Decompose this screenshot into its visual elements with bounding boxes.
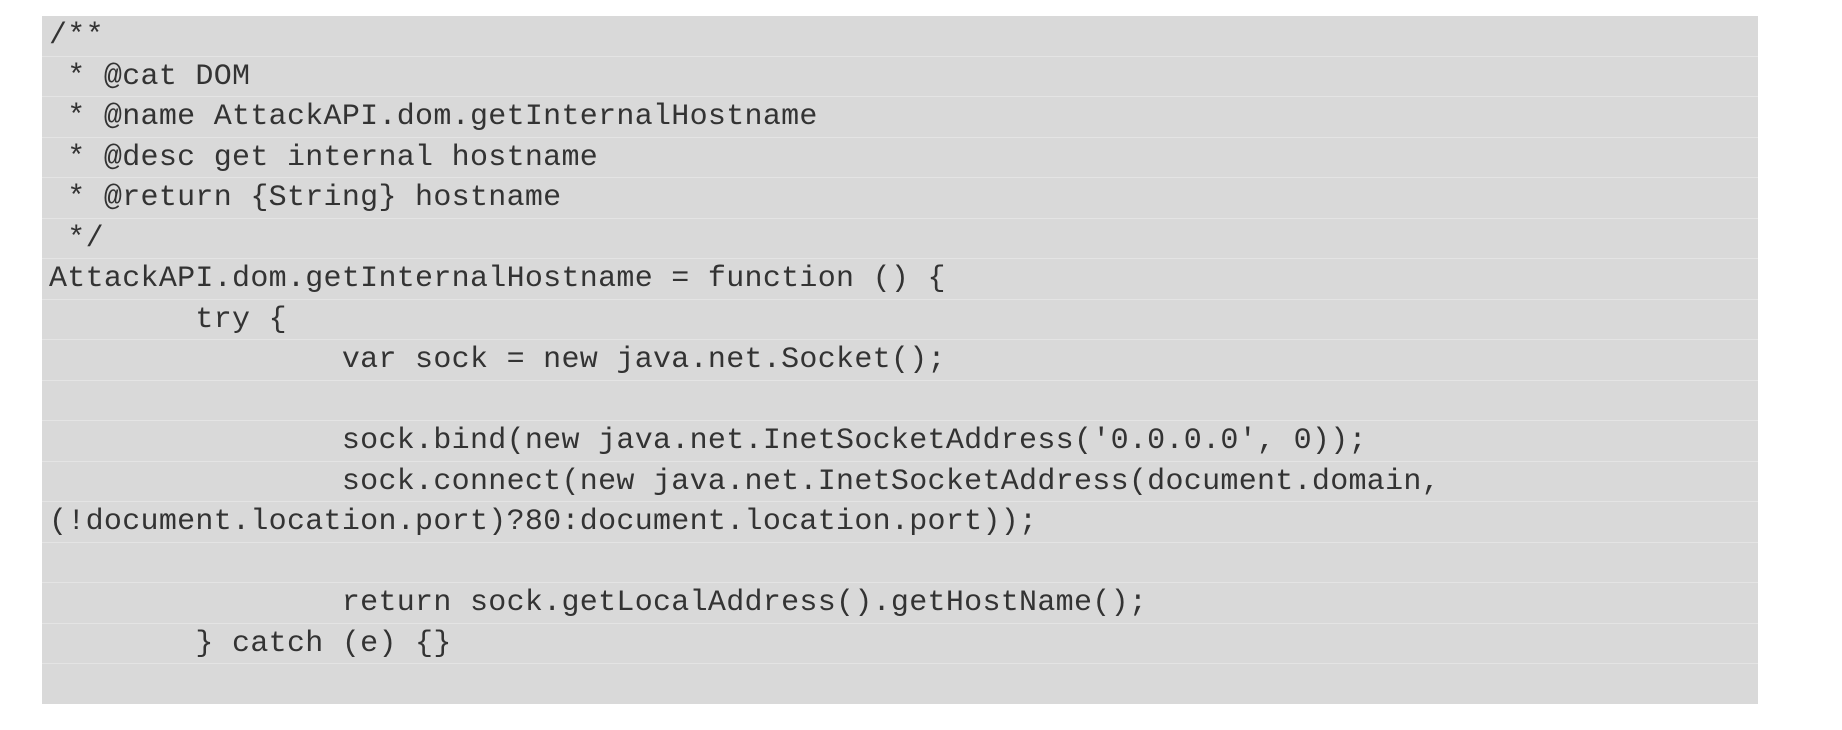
code-line: sock.bind(new java.net.InetSocketAddress… [42, 421, 1758, 462]
code-line: sock.connect(new java.net.InetSocketAddr… [42, 462, 1758, 502]
code-line: (!document.location.port)?80:document.lo… [42, 502, 1758, 543]
code-line: */ [42, 219, 1758, 259]
code-block: /** * @cat DOM * @name AttackAPI.dom.get… [42, 16, 1758, 704]
code-line: } catch (e) {} [42, 624, 1758, 664]
code-line: AttackAPI.dom.getInternalHostname = func… [42, 259, 1758, 300]
code-line: return sock.getLocalAddress().getHostNam… [42, 583, 1758, 624]
code-line [42, 543, 1758, 583]
code-line: * @return {String} hostname [42, 178, 1758, 219]
code-line: * @name AttackAPI.dom.getInternalHostnam… [42, 97, 1758, 138]
code-line: /** [42, 16, 1758, 57]
code-line: try { [42, 300, 1758, 340]
code-line [42, 664, 1758, 705]
code-line: * @desc get internal hostname [42, 138, 1758, 178]
code-line: var sock = new java.net.Socket(); [42, 340, 1758, 381]
code-line: * @cat DOM [42, 57, 1758, 97]
code-line [42, 381, 1758, 421]
